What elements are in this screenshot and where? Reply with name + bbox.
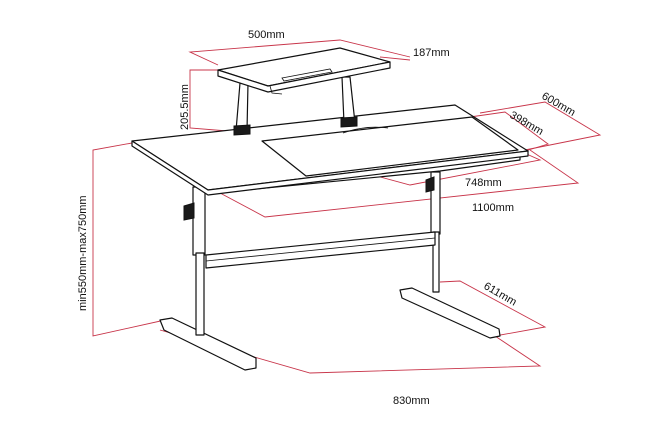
- label-shelf-height: 205.5mm: [179, 84, 191, 130]
- label-mat-depth: 398mm: [508, 109, 546, 138]
- label-shelf-width: 500mm: [248, 29, 285, 41]
- dim-shelf-depth-line: [379, 56, 411, 61]
- dim-shelf-height-line: [189, 69, 241, 133]
- back-leg-knob: [425, 176, 435, 193]
- back-foot: [399, 287, 501, 339]
- dim-height-range-line: [92, 142, 166, 337]
- label-mat-width: 748mm: [465, 177, 502, 189]
- dimension-labels: 500mm 187mm 205.5mm 600mm 398mm 748mm 11…: [77, 29, 577, 407]
- label-height-range: min550mm-max750mm: [77, 195, 89, 311]
- shelf-leg-left-foot: [233, 124, 251, 136]
- label-desk-width: 1100mm: [472, 202, 514, 214]
- shelf-clip: [269, 85, 283, 95]
- shelf-top-edge: [217, 61, 391, 93]
- label-foot-span: 830mm: [393, 395, 430, 407]
- front-leg-knob: [183, 202, 195, 221]
- dim-desk-width-line: [204, 149, 580, 218]
- shelf-leg-right: [341, 76, 356, 124]
- front-leg-lower: [195, 252, 205, 336]
- dim-desk-depth-line: [479, 101, 602, 151]
- label-shelf-depth: 187mm: [413, 47, 450, 59]
- dim-mat-depth-line: [469, 111, 549, 153]
- shelf-leg-left: [235, 82, 249, 132]
- shelf-slot: [281, 68, 333, 82]
- crossbar: [205, 231, 436, 269]
- label-desk-depth: 600mm: [540, 90, 578, 119]
- label-foot-depth: 611mm: [482, 280, 519, 308]
- front-foot: [159, 317, 257, 371]
- dim-shelf-width-line: [188, 39, 411, 66]
- cable-notch: [342, 126, 389, 134]
- desktop-edge: [131, 140, 529, 196]
- mouse-pad: [261, 116, 519, 177]
- desk-drawing: [131, 47, 529, 371]
- back-leg-lower: [432, 231, 440, 293]
- crossbar-groove: [205, 237, 436, 262]
- shelf-leg-right-foot: [340, 116, 358, 128]
- dim-foot-depth-line: [439, 280, 547, 337]
- front-leg-upper: [192, 186, 206, 256]
